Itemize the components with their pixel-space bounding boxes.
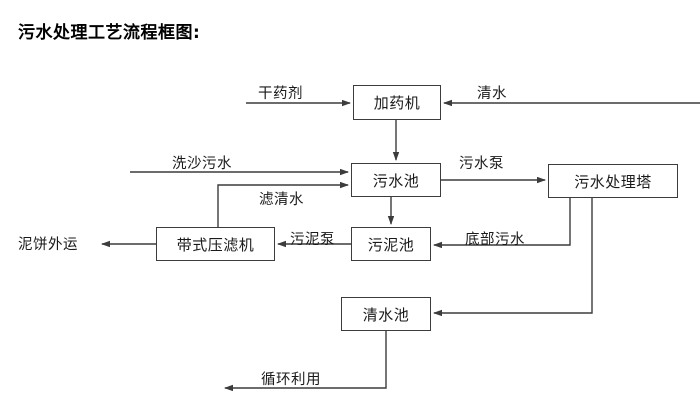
- edge-label-mud-cake-transport: 泥饼外运: [18, 237, 78, 253]
- edge-label-clean-water: 清水: [477, 86, 507, 102]
- node-sludge-pool[interactable]: 污泥池: [351, 227, 431, 261]
- node-label: 带式压滤机: [176, 235, 255, 254]
- edge-label-recycle-reuse: 循环利用: [261, 372, 321, 388]
- edge-label-sludge-pump: 污泥泵: [290, 232, 335, 248]
- page-title: 污水处理工艺流程框图:: [18, 23, 201, 43]
- edge-tower-to-clear-water-pool: [433, 198, 593, 317]
- edge-label-dry-chemical: 干药剂: [258, 86, 303, 102]
- node-clear-water-pool[interactable]: 清水池: [341, 297, 431, 331]
- node-belt-filter-press[interactable]: 带式压滤机: [156, 227, 275, 261]
- edge-label-bottom-sewage: 底部污水: [465, 232, 525, 248]
- node-label: 污水处理塔: [574, 172, 652, 191]
- node-label: 污泥池: [367, 235, 415, 254]
- edge-label-sand-wash-sewage: 洗沙污水: [172, 156, 232, 172]
- node-wastewater-pool[interactable]: 污水池: [351, 163, 441, 197]
- node-label: 污水池: [372, 171, 420, 190]
- edge-label-sewage-pump: 污水泵: [459, 156, 504, 172]
- node-dosing-machine[interactable]: 加药机: [353, 85, 441, 120]
- edge-label-filtered-water: 滤清水: [259, 192, 304, 208]
- node-treatment-tower[interactable]: 污水处理塔: [548, 164, 678, 198]
- node-label: 清水池: [362, 305, 410, 324]
- node-label: 加药机: [373, 94, 421, 112]
